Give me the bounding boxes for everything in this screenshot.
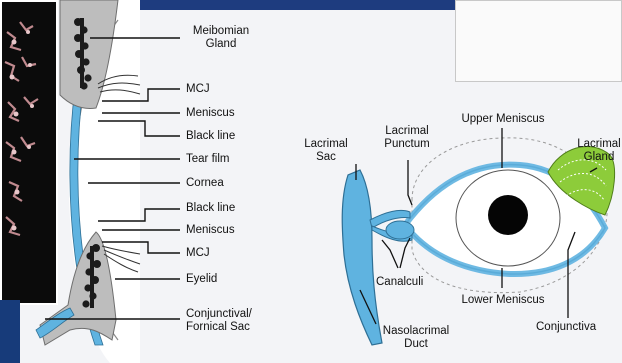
pupil [488,195,528,235]
label-conjunctiva: Conjunctiva [536,321,596,334]
label-cornea: Cornea [186,177,224,190]
label-lacrimal-gland: Lacrimal Gland [566,138,622,164]
label-mcj-bottom: MCJ [186,247,210,260]
label-canalculi: Canalculi [376,276,423,289]
label-black-line-bottom: Black line [186,202,235,215]
label-upper-meniscus: Upper Meniscus [448,113,558,126]
label-lacrimal-sac: Lacrimal Sac [296,138,356,164]
slide-corner-accent [0,300,20,363]
label-conjunctival-fornical-sac: Conjunctival/ Fornical Sac [186,308,252,334]
label-mcj-top: MCJ [186,83,210,96]
lacrimal-sac-duct [342,170,382,345]
label-meibomian-gland: Meibomian Gland [186,25,256,51]
label-nasolacrimal-duct: Nasolacrimal Duct [376,325,456,351]
label-meniscus-top: Meniscus [186,107,235,120]
label-lacrimal-punctum: Lacrimal Punctum [372,125,442,151]
label-black-line-top: Black line [186,130,235,143]
label-meniscus-bottom: Meniscus [186,224,235,237]
label-tear-film: Tear film [186,153,229,166]
label-eyelid: Eyelid [186,273,217,286]
label-lower-meniscus: Lower Meniscus [448,294,558,307]
caruncle [386,221,414,239]
